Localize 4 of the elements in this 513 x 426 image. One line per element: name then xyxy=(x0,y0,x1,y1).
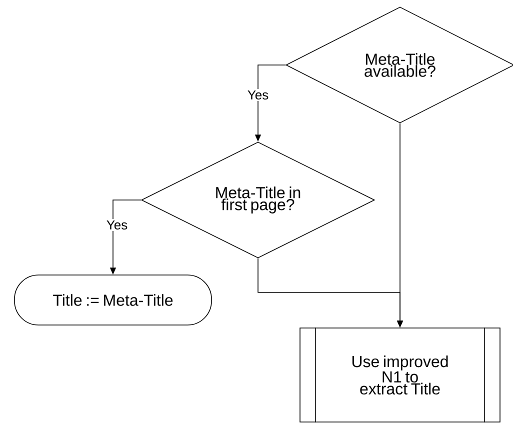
edge-label: Yes xyxy=(246,88,270,102)
predefined-process-box: Use improved N1 to extract Title xyxy=(300,327,500,423)
terminal-box: Title := Meta-Title xyxy=(14,274,212,326)
edge-label: Yes xyxy=(104,218,130,232)
